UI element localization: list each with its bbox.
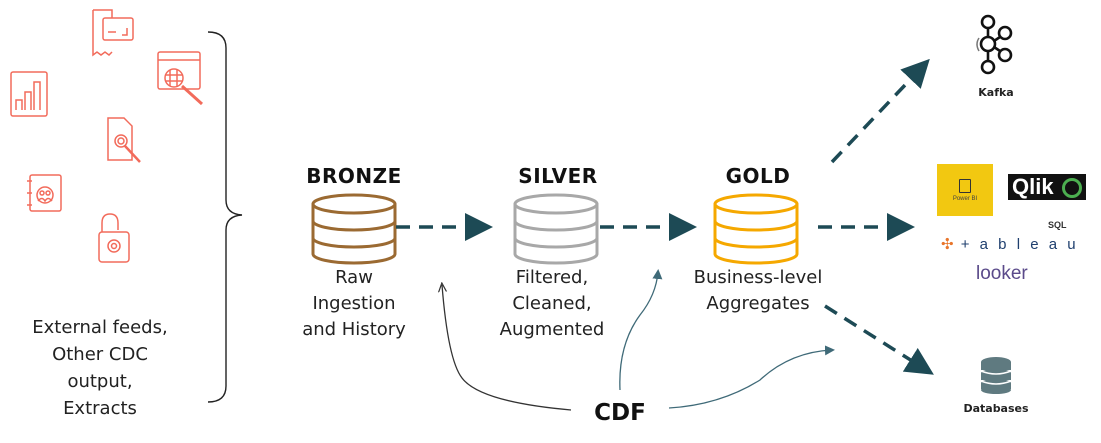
qlik-label: Qlik: [1012, 174, 1054, 199]
arrow-gold-to-databases: [824, 304, 934, 375]
bronze-description: Raw Ingestion and History: [254, 265, 454, 343]
contacts-book-icon: [27, 174, 62, 212]
kafka-label: Kafka: [978, 86, 1014, 99]
silver-description: Filtered, Cleaned, Augmented: [452, 265, 652, 343]
bronze-desc-line: Raw: [335, 267, 373, 288]
receipt-card-icon: [92, 9, 134, 57]
silver-desc-line: Cleaned,: [512, 293, 592, 314]
sources-label-line: Other CDC: [52, 344, 148, 365]
looker-logo: looker: [976, 263, 1028, 284]
gold-desc-line: Business-level: [693, 267, 823, 288]
gold-title: GOLD: [725, 164, 791, 188]
kafka-icon: [976, 14, 1013, 75]
cdf-label: CDF: [594, 400, 646, 426]
bronze-title: BRONZE: [306, 164, 402, 188]
silver-database-icon: [513, 193, 599, 265]
tableau-logo: ✣ + a b l e a u: [941, 235, 1079, 253]
silver-desc-line: Augmented: [499, 319, 605, 340]
sources-label-line: Extracts: [63, 398, 137, 419]
qlik-ring-icon: [1061, 178, 1082, 199]
sources-label: External feeds, Other CDC output, Extrac…: [0, 314, 200, 422]
silver-desc-line: Filtered,: [515, 267, 589, 288]
tableau-label: + a b l e a u: [960, 236, 1079, 253]
web-search-icon: [157, 51, 204, 106]
sql-label: SQL: [1048, 220, 1067, 230]
bronze-desc-line: and History: [302, 319, 406, 340]
cdf-arrow-to-gold: [668, 345, 835, 409]
sources-label-line: output,: [67, 371, 133, 392]
powerbi-logo: Power BI: [937, 164, 993, 216]
sources-label-line: External feeds,: [32, 317, 168, 338]
databases-label: Databases: [963, 402, 1029, 415]
silver-title: SILVER: [518, 164, 598, 188]
powerbi-label: Power BI: [952, 195, 978, 202]
gold-desc-line: Aggregates: [706, 293, 810, 314]
tableau-cross-icon: ✣: [941, 236, 954, 253]
qlik-logo: Qlik: [1008, 174, 1086, 200]
gold-database-icon: [713, 193, 799, 265]
document-search-icon: [107, 117, 141, 163]
cdf-arrow-to-silver: [619, 269, 663, 391]
arrow-gold-to-kafka: [830, 58, 930, 164]
databases-icon: [981, 357, 1011, 394]
cdf-arrow-to-bronze: [442, 285, 572, 411]
bronze-desc-line: Ingestion: [312, 293, 396, 314]
unlocked-padlock-icon: [98, 213, 130, 263]
bar-chart-icon: [10, 71, 48, 117]
grouping-brace: [207, 31, 243, 403]
powerbi-icon: [959, 178, 971, 193]
bronze-database-icon: [311, 193, 397, 265]
gold-description: Business-level Aggregates: [658, 265, 858, 317]
